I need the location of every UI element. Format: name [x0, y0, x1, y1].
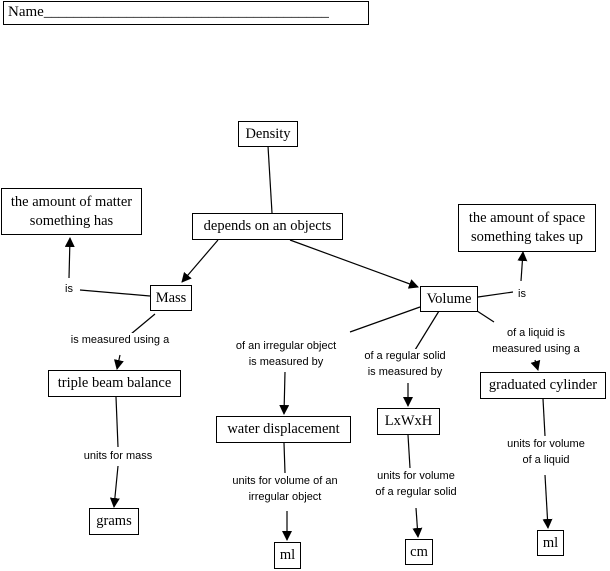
arrow-units-grams [109, 465, 120, 508]
node-graduated-cylinder: graduated cylinder [480, 372, 606, 399]
line-volume-irregular [349, 306, 421, 333]
node-ml-irregular: ml [274, 542, 301, 569]
link-irregular: of an irregular object is measured by [226, 339, 346, 371]
link-units-liquid: units for volume of a liquid [498, 437, 594, 469]
line-lwh-units [407, 434, 411, 469]
arrow-is-space [517, 251, 528, 282]
line-mass-measured [130, 313, 156, 335]
link-regular: of a regular solid is measured by [354, 349, 456, 381]
line-mass-is [79, 289, 151, 297]
line-volume-regular [414, 310, 440, 351]
node-water-displacement: water displacement [216, 416, 351, 443]
line-grad-units [542, 398, 546, 437]
line-triple-units [115, 396, 119, 448]
link-measured-mass: is measured using a [60, 333, 180, 349]
node-grams: grams [89, 508, 139, 535]
node-lxwxh: LxWxH [377, 408, 440, 435]
arrow-units-cm [412, 507, 423, 538]
node-cm: cm [405, 539, 433, 565]
link-is-volume: is [513, 287, 531, 303]
arrow-depends-volume [289, 239, 419, 289]
link-units-regular: units for volume of a regular solid [364, 469, 468, 501]
link-is-mass: is [60, 282, 78, 298]
arrow-is-matter [64, 237, 75, 279]
node-mass: Mass [150, 285, 192, 311]
node-density: Density [238, 121, 298, 147]
link-liquid: of a liquid is measured using a [484, 326, 588, 358]
arrow-units-ml2 [542, 474, 553, 529]
node-triple-beam: triple beam balance [48, 370, 181, 397]
node-depends: depends on an objects [192, 213, 343, 240]
arrow-measured-triple [113, 354, 124, 370]
node-matter: the amount of matter something has [1, 188, 142, 235]
node-volume: Volume [420, 286, 478, 312]
name-field[interactable]: Name____________________________________… [3, 1, 369, 25]
arrow-irregular-water [279, 371, 290, 415]
arrow-depends-mass [181, 239, 219, 283]
link-units-mass: units for mass [74, 449, 162, 465]
line-density-depends [267, 145, 273, 214]
line-water-units [283, 442, 286, 474]
node-ml-liquid: ml [537, 530, 564, 556]
arrow-liquid-grad [530, 359, 541, 371]
line-volume-is [477, 291, 514, 298]
node-space: the amount of space something takes up [458, 204, 596, 252]
link-units-irregular: units for volume of an irregular object [220, 474, 350, 506]
